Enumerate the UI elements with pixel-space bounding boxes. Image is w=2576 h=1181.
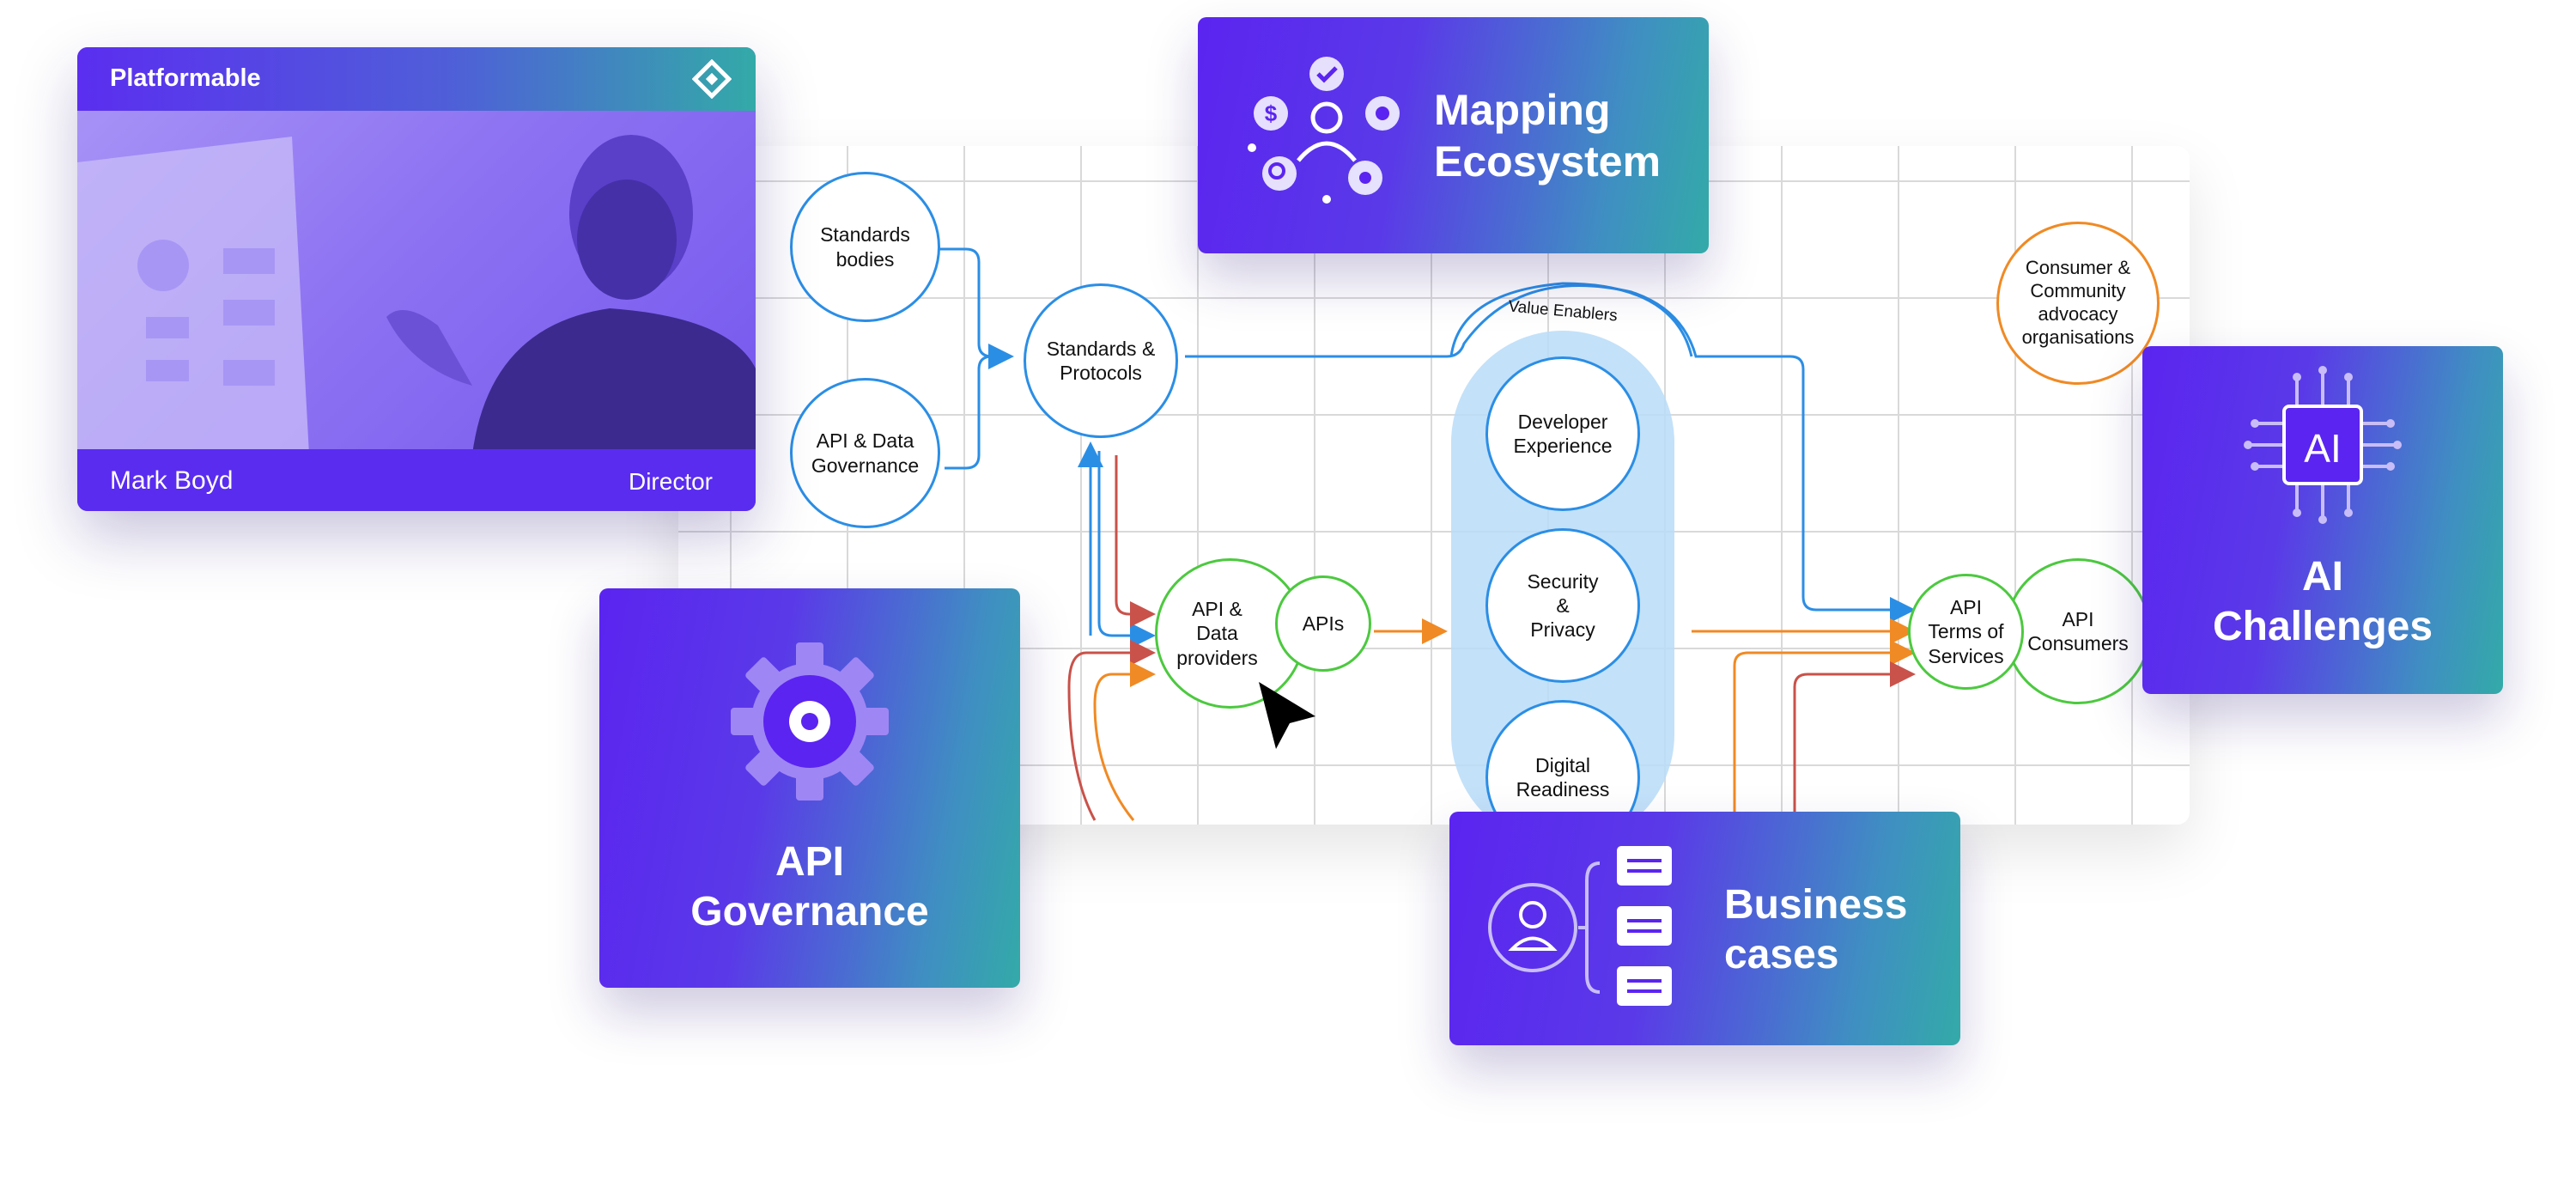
node-consumer-community[interactable]: Consumer & Community advocacy organisati…	[1996, 222, 2160, 385]
node-api-terms[interactable]: API Terms of Services	[1908, 574, 2024, 690]
profile-card[interactable]: Platformable Mark Boyd Director	[77, 47, 756, 511]
node-standards-bodies[interactable]: Standards bodies	[790, 172, 940, 322]
profile-bottombar: Mark Boyd Director	[77, 449, 756, 511]
node-security-privacy[interactable]: Security & Privacy	[1485, 528, 1640, 683]
card-api-governance[interactable]: API Governance	[599, 588, 1020, 988]
card-mapping-ecosystem[interactable]: $ Mapping Ecosystem	[1198, 17, 1709, 253]
profile-name: Mark Boyd	[110, 466, 234, 495]
svg-text:$: $	[1265, 100, 1278, 126]
node-apis[interactable]: APIs	[1275, 575, 1371, 672]
card-business-cases[interactable]: Business cases	[1449, 812, 1960, 1045]
node-api-consumers[interactable]: API Consumers	[2005, 558, 2151, 704]
card-ai-challenges[interactable]: AI AI Challenges	[2142, 346, 2503, 694]
user-list-icon	[1488, 846, 1672, 1006]
profile-topbar: Platformable	[77, 47, 756, 111]
ai-challenges-title: AI Challenges	[2212, 554, 2433, 649]
mapping-ecosystem-title: Mapping Ecosystem	[1434, 86, 1662, 186]
ecosystem-people-icon: $	[1248, 57, 1400, 204]
speaker-illustration	[77, 135, 756, 454]
platformable-diamond-icon	[692, 59, 732, 99]
ai-chip-icon	[2244, 366, 2402, 524]
node-developer-experience[interactable]: Developer Experience	[1485, 356, 1640, 511]
speaker-photo	[77, 111, 756, 454]
profile-role: Director	[628, 468, 713, 495]
node-standards-protocols[interactable]: Standards & Protocols	[1024, 283, 1178, 438]
api-governance-title: API Governance	[690, 839, 929, 934]
profile-brand: Platformable	[110, 64, 261, 92]
gear-icon	[731, 642, 889, 801]
ai-chip-text: AI	[2304, 426, 2342, 471]
node-api-data-governance[interactable]: API & Data Governance	[790, 378, 940, 528]
mouse-cursor-icon	[1259, 682, 1315, 749]
business-cases-title: Business cases	[1724, 882, 1908, 977]
